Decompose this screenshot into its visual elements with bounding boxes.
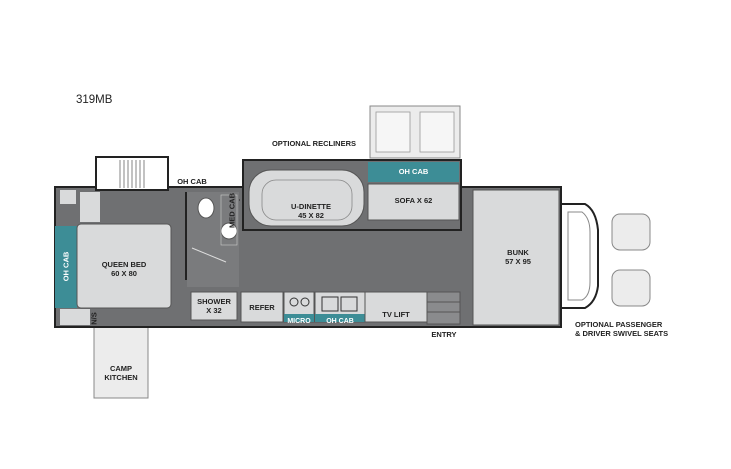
camp-kitchen-area xyxy=(93,325,149,399)
refrigerator xyxy=(240,291,284,323)
label-camp-kitchen: CAMP KITCHEN xyxy=(104,364,138,382)
tv-lift-cabinet xyxy=(364,291,428,323)
label-refer: REFER xyxy=(249,303,275,312)
passenger-swivel-seat xyxy=(611,213,651,251)
label-micro: MICRO xyxy=(287,318,311,325)
cab-nose xyxy=(560,203,599,309)
label-queen-bed: QUEEN BED 60 X 80 xyxy=(101,260,147,278)
label-oh-cab-kitchen: OH CAB xyxy=(326,318,354,325)
queen-bed xyxy=(76,223,172,309)
label-oh-cab-rear: OH CAB xyxy=(61,251,71,282)
rear-oh-cab xyxy=(55,226,77,308)
bunk xyxy=(472,189,560,326)
label-med-cab: MED CAB xyxy=(227,193,237,228)
label-shower: SHOWER X 32 xyxy=(197,297,231,315)
med-cab-shelf xyxy=(220,194,238,246)
label-tv-lift: TV LIFT xyxy=(382,310,410,319)
label-oh-cab-slide: OH CAB xyxy=(398,167,429,176)
label-u-dinette: U-DINETTE 45 X 82 xyxy=(291,202,331,220)
micro-band xyxy=(284,314,314,322)
kitchen-oh-cab-band xyxy=(315,314,365,322)
label-entry: ENTRY xyxy=(431,330,457,339)
toilet xyxy=(197,197,215,219)
sofa xyxy=(367,183,460,221)
label-bunk: BUNK 57 X 95 xyxy=(505,248,531,266)
label-sofa: SOFA X 62 xyxy=(394,196,433,205)
model-name: 319MB xyxy=(76,94,113,106)
u-dinette xyxy=(248,169,365,227)
label-optional-recliners: OPTIONAL RECLINERS xyxy=(271,139,357,148)
entry-steps xyxy=(426,291,461,325)
slide-oh-cab xyxy=(368,162,459,182)
shower xyxy=(190,291,238,321)
driver-swivel-seat xyxy=(611,269,651,307)
label-ns: N/S xyxy=(89,312,99,325)
label-optional-swivel: OPTIONAL PASSENGER & DRIVER SWIVEL SEATS xyxy=(575,320,669,338)
label-oh-cab-top-left: OH CAB xyxy=(177,177,207,186)
